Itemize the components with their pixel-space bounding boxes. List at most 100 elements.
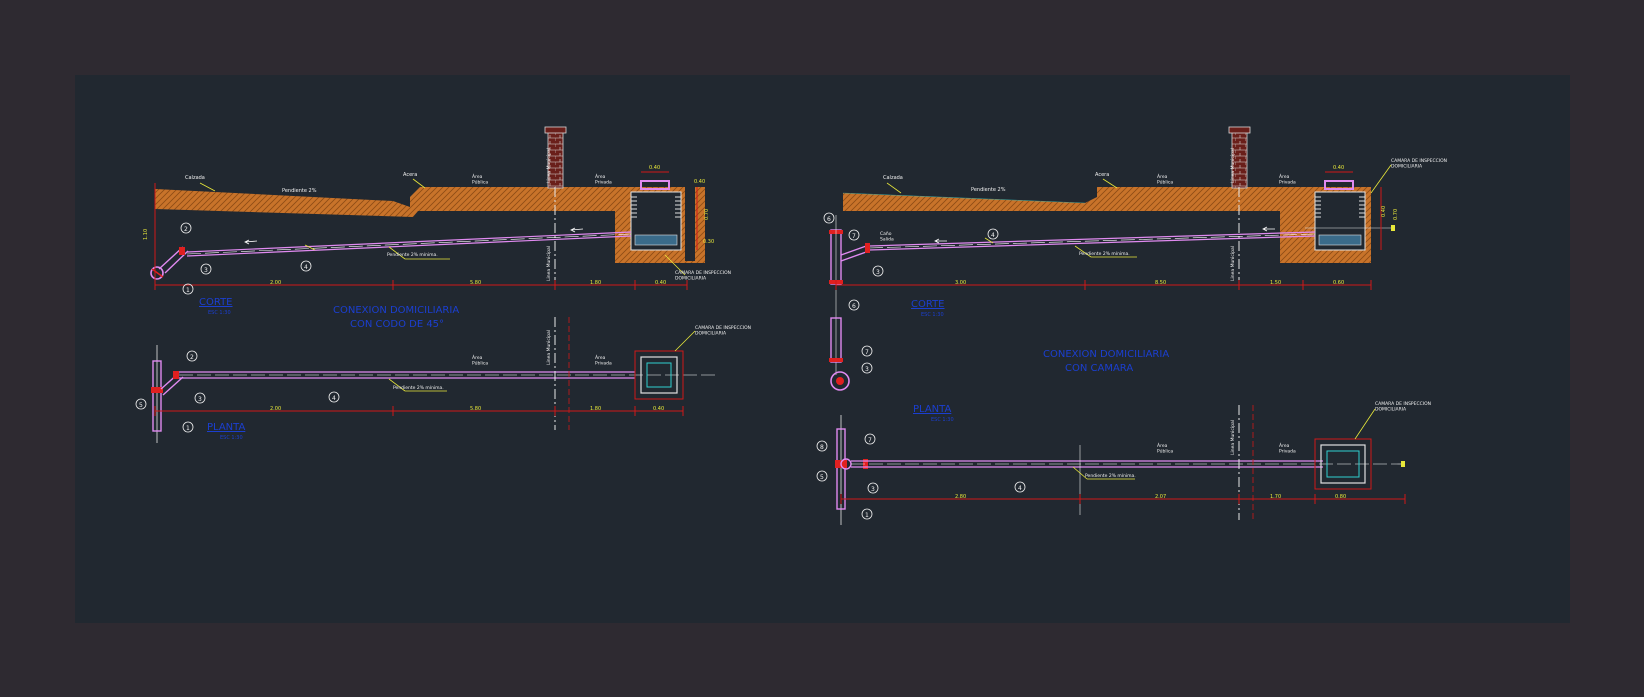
svg-text:2: 2 (190, 354, 194, 361)
view-scale-planta: ESC 1:30 (220, 435, 243, 441)
pipe-axis (186, 233, 632, 255)
callout-plan-5: 5 (816, 470, 828, 482)
dim-bottom-4: 0.60 (1333, 280, 1344, 286)
svg-text:3: 3 (871, 486, 875, 493)
dim-chamber-right-b: 0.70 (704, 209, 710, 220)
svg-text:5: 5 (820, 474, 824, 481)
right-planta: PLANTA ESC 1:30 2.80 2.07 1.70 0.80 Área… (816, 401, 1431, 525)
dim-plan-3: 1.80 (590, 406, 601, 412)
callout-4: 4 (300, 260, 312, 272)
svg-text:6: 6 (852, 303, 856, 310)
callout-plan-4: 4 (328, 391, 340, 403)
svg-text:CONEXION DOMICILIARIA: CONEXION DOMICILIARIA (333, 305, 459, 316)
callout-6: 6 (823, 212, 835, 224)
callout-plan-3: 3 (194, 392, 206, 404)
callout-7b: 7 (861, 345, 873, 357)
pipe-plan (851, 460, 1323, 468)
flange (179, 247, 185, 255)
svg-text:4: 4 (1018, 485, 1022, 492)
dim-bottom-3: 1.80 (590, 280, 601, 286)
callout-3: 3 (872, 265, 884, 277)
svg-text:3: 3 (198, 396, 202, 403)
dim-plan-3: 1.70 (1270, 494, 1281, 500)
callout-plan-1: 1 (182, 421, 194, 433)
view-scale-corte: ESC 1:30 (921, 312, 944, 318)
dim-chamber-top: 0.40 (1333, 165, 1344, 171)
left-corte: 1.10 2.00 5.80 1.80 0.40 0.40 0.40 0.70 … (143, 126, 731, 316)
view-scale-corte: ESC 1:30 (208, 310, 231, 316)
svg-text:1: 1 (865, 512, 869, 519)
chamber-plan (1320, 444, 1366, 484)
callout-3b: 3 (861, 362, 873, 374)
callout-2: 2 (180, 222, 192, 234)
label-pendiente-min: Pendiente 2% mínima. (387, 251, 438, 258)
dim-plan-2: 2.07 (1155, 494, 1166, 500)
brick-cap (1228, 126, 1251, 134)
svg-text:3: 3 (876, 269, 880, 276)
chamber-wall-ticks (631, 196, 681, 218)
dim-chamber-right-b: 0.70 (1393, 209, 1399, 220)
right-corte: 3.00 8.50 1.50 0.60 0.40 0.40 0.70 Calza… (823, 126, 1447, 391)
view-title-planta: PLANTA (913, 404, 951, 415)
label-linea-municipal: Linea Municipal (546, 148, 552, 183)
callout-3: 3 (200, 263, 212, 275)
dim-plan-4: 0.40 (653, 406, 664, 412)
svg-text:6: 6 (827, 216, 831, 223)
dim-chamber-right-a: 0.40 (694, 179, 705, 185)
dim-bottom-1: 3.00 (955, 280, 966, 286)
callout-7: 7 (848, 229, 860, 241)
callout-1: 1 (182, 283, 194, 295)
callout-plan-8: 8 (816, 440, 828, 452)
cad-drawing: 1.10 2.00 5.80 1.80 0.40 0.40 0.40 0.70 … (135, 126, 1447, 525)
dim-plan-2: 5.80 (470, 406, 481, 412)
chamber-plan-outer (1314, 438, 1372, 490)
svg-text:5: 5 (139, 402, 143, 409)
pipe-main (868, 231, 1316, 251)
callout-4: 4 (987, 228, 999, 240)
right-title: CONEXION DOMICILIARIA CON CAMARA (1043, 349, 1169, 374)
chamber-plan-inner (1326, 450, 1360, 478)
chamber-base (634, 234, 678, 246)
svg-text:3: 3 (865, 366, 869, 373)
dim-bottom-1: 2.00 (270, 280, 281, 286)
callout-plan-4: 4 (1014, 481, 1026, 493)
flow-arrow (570, 227, 584, 233)
dim-plan-1: 2.80 (955, 494, 966, 500)
callout-plan-5: 5 (135, 398, 147, 410)
flow-arrow (244, 239, 258, 245)
soil-band (155, 187, 705, 263)
callout-plan-1: 1 (861, 508, 873, 520)
svg-text:1: 1 (186, 287, 190, 294)
dim-chamber-top: 0.40 (649, 165, 660, 171)
label-acera: Acera (1095, 172, 1109, 178)
main-collector (150, 266, 164, 280)
svg-text:4: 4 (332, 395, 336, 402)
svg-text:3: 3 (204, 267, 208, 274)
callout-plan-3: 3 (867, 482, 879, 494)
label-linea-municipal: Linea Municipal (1230, 148, 1236, 183)
svg-text:4: 4 (304, 264, 308, 271)
pipe-plan (179, 371, 635, 379)
dim-line-bottom-plan (840, 494, 1406, 504)
dim-line-bottom (835, 280, 1372, 290)
svg-text:CON CAMARA: CON CAMARA (1065, 363, 1133, 374)
label-calzada: Calzada (883, 175, 903, 181)
label-pendiente-min: Pendiente 2% mínima. (1079, 250, 1130, 257)
pipe-main (186, 231, 632, 257)
label-linea-municipal-bottom: Linea Municipal (546, 246, 552, 281)
dim-vertical-left: 1.10 (143, 229, 149, 240)
label-linea-municipal-bottom: Linea Municipal (1230, 246, 1236, 281)
dim-bottom-3: 1.50 (1270, 280, 1281, 286)
label-linea-municipal-plan: Linea Municipal (1230, 420, 1236, 455)
elbow-plan (160, 372, 184, 396)
svg-text:7: 7 (868, 437, 872, 444)
dim-chamber-right-a: 0.40 (1381, 206, 1387, 217)
